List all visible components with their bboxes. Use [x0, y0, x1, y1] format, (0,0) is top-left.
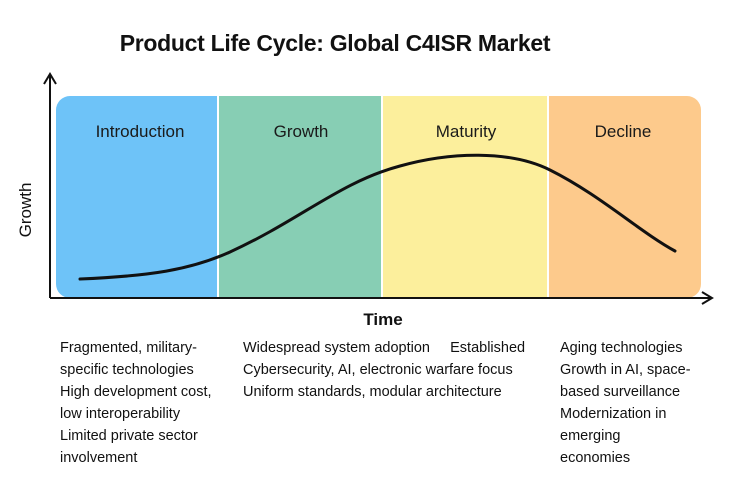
note-line: Growth in AI, space- — [560, 362, 691, 378]
stage-label-decline: Decline — [595, 122, 652, 141]
stage-panel-decline — [549, 96, 701, 298]
stage-panel-growth — [219, 96, 381, 298]
diagram-title: Product Life Cycle: Global C4ISR Market — [119, 30, 551, 56]
note-line: Cybersecurity, AI, electronic warfare fo… — [243, 362, 513, 378]
note-line: Modernization in — [560, 406, 667, 422]
arrow-right-icon — [701, 291, 714, 305]
x-axis — [50, 291, 714, 305]
note-line: emerging — [560, 428, 621, 444]
arrow-up-icon — [43, 72, 57, 85]
y-axis — [43, 72, 57, 298]
note-line: Uniform standards, modular architecture — [243, 384, 502, 400]
stage-label-growth: Growth — [274, 122, 329, 141]
stage-label-maturity: Maturity — [436, 122, 497, 141]
introduction-notes: Fragmented, military- specific technolog… — [60, 337, 212, 469]
note-line: specific technologies — [60, 362, 194, 378]
stage-label-introduction: Introduction — [96, 122, 185, 141]
x-axis-label: Time — [363, 310, 402, 329]
note-line: economies — [560, 450, 631, 466]
note-line: Widespread system adoption Established — [243, 340, 526, 356]
note-line: High development cost, — [60, 384, 212, 400]
growth-maturity-notes: Widespread system adoption Established C… — [243, 337, 525, 403]
note-line: Limited private sector — [60, 428, 198, 444]
life-cycle-curve — [78, 153, 677, 281]
decline-notes: Aging technologies Growth in AI, space- … — [560, 337, 691, 469]
y-axis-label: Growth — [16, 183, 35, 238]
stage-panel-introduction — [56, 96, 217, 298]
note-line: low interoperability — [60, 406, 181, 422]
note-line: based surveillance — [560, 384, 681, 400]
note-line: Fragmented, military- — [60, 340, 197, 356]
note-line: involvement — [60, 450, 138, 466]
note-line: Aging technologies — [560, 340, 683, 356]
stage-panel-maturity — [383, 96, 547, 298]
